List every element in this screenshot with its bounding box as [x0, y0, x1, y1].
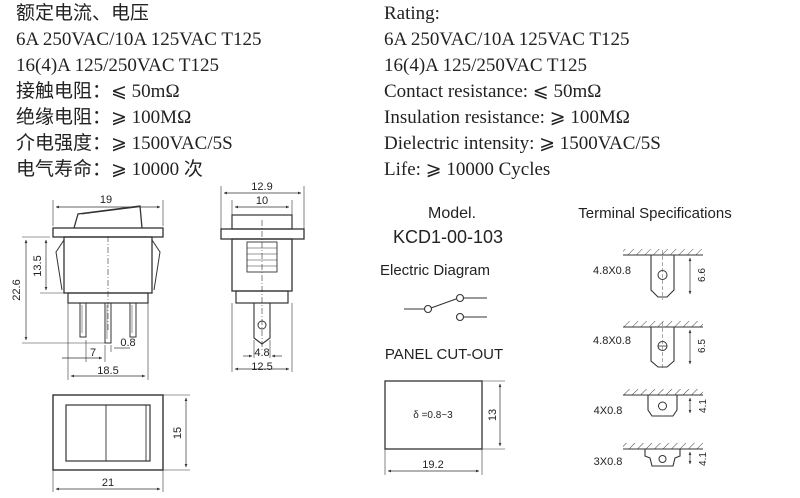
terminal-2-size: 4.8X0.8	[593, 335, 631, 347]
dim-outline-width: 21	[102, 477, 114, 489]
spec-en-line-7: Life: ⩾ 10000 Cycles	[384, 159, 551, 180]
spec-en-line-1: Rating:	[384, 3, 440, 24]
panel-height: 13	[487, 409, 499, 421]
outline-view	[52, 394, 190, 492]
front-view-labels: 19 13.5 22.6 7 0.8 18.5	[11, 194, 136, 377]
electric-diagram-title: Electric Diagram	[380, 262, 490, 279]
spec-en-line-6: Dielectric intensity: ⩾ 1500VAC/5S	[384, 133, 661, 154]
dim-top-width: 12.9	[251, 181, 272, 193]
terminal-2-dim: 6.5	[697, 339, 708, 353]
outline-view-labels: 15 21	[102, 427, 184, 489]
model-number: KCD1-00-103	[393, 227, 503, 247]
model-label: Model.	[428, 205, 476, 222]
terminal-specs: Terminal Specifications 4.8X0.8 6.6	[578, 205, 731, 468]
terminal-3-dim: 4.1	[698, 399, 709, 413]
terminal-4-dim: 4.1	[698, 452, 709, 466]
spec-cn-line-4: 接触电阻：⩽ 50mΩ	[16, 81, 180, 102]
spec-cn-line-5: 绝缘电阻：⩾ 100MΩ	[16, 107, 192, 128]
terminal-3: 4X0.8 4.1	[594, 389, 709, 417]
terminal-4: 3X0.8 4.1	[594, 443, 709, 468]
dim-side-base-width: 12.5	[251, 361, 272, 373]
dim-body-height: 13.5	[32, 255, 44, 276]
dim-side-pin-width: 4.8	[254, 347, 269, 359]
terminal-4-size: 3X0.8	[594, 456, 623, 468]
spec-cn-line-1: 额定电流、电压	[16, 3, 150, 24]
dim-outline-height: 15	[172, 427, 184, 439]
terminal-2: 4.8X0.8 6.5	[593, 321, 708, 370]
side-view	[220, 186, 305, 372]
terminal-specs-title: Terminal Specifications	[578, 205, 731, 222]
spec-cn-line-2: 6A 250VAC/10A 125VAC T125	[16, 29, 262, 50]
spec-en-line-5: Insulation resistance: ⩾ 100MΩ	[384, 107, 630, 128]
side-view-labels: 12.9 10 4.8 12.5	[251, 181, 272, 373]
model-block: Model. KCD1-00-103	[393, 205, 503, 247]
terminal-1-dim: 6.6	[697, 268, 708, 282]
spec-cn-line-3: 16(4)A 125/250VAC T125	[16, 55, 220, 76]
front-view	[22, 200, 164, 380]
terminal-3-size: 4X0.8	[594, 405, 623, 417]
panel-width: 19.2	[422, 459, 443, 471]
spec-cn-line-6: 介电强度：⩾ 1500VAC/5S	[16, 133, 233, 154]
spec-en-line-2: 6A 250VAC/10A 125VAC T125	[384, 29, 630, 50]
panel-cutout-title: PANEL CUT-OUT	[385, 346, 503, 363]
electric-diagram: Electric Diagram	[380, 262, 490, 322]
spec-cn-line-7: 电气寿命：⩾ 10000 次	[16, 159, 203, 180]
panel-cutout: PANEL CUT-OUT δ =0.8~3 13 19.2	[384, 346, 505, 475]
panel-thickness: δ =0.8~3	[413, 410, 453, 421]
dim-pin-width: 0.8	[120, 337, 135, 349]
terminal-1-size: 4.8X0.8	[593, 265, 631, 277]
dim-base-width: 18.5	[97, 365, 118, 377]
spec-en-line-4: Contact resistance: ⩽ 50mΩ	[384, 81, 602, 102]
dim-inner-width: 10	[256, 195, 268, 207]
spec-en-line-3: 16(4)A 125/250VAC T125	[384, 55, 588, 76]
dim-total-height: 22.6	[11, 279, 23, 300]
dim-width-19: 19	[100, 194, 112, 206]
terminal-1: 4.8X0.8 6.6	[593, 249, 708, 300]
dim-pin-gap: 7	[90, 347, 96, 359]
